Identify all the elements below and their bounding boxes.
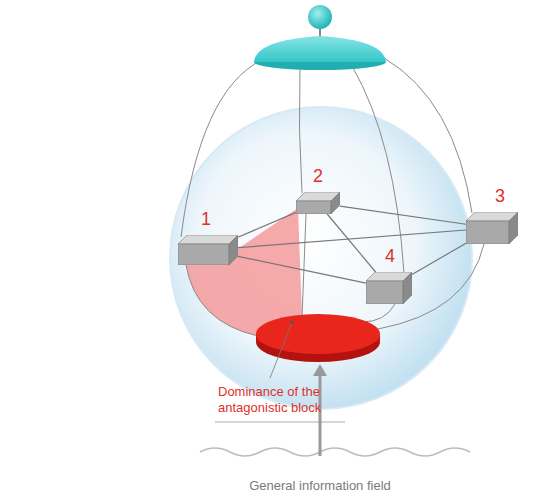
box-shape [178,235,238,265]
annotation-label: Dominance of the antagonistic block [218,384,358,416]
block-box: 1 [178,235,238,265]
block-box: 4 [366,272,412,304]
field-arrowhead [313,364,327,376]
block-box: 3 [466,212,518,244]
callout-number: 4 [385,246,395,266]
connector-line [340,206,466,224]
callout-number: 3 [495,186,505,206]
box-shape [296,192,340,214]
meridian-lines [181,58,484,336]
label-underline [215,422,345,423]
antagonistic-disc [256,314,380,354]
connector-line [238,256,366,283]
connector-line [412,243,466,274]
top-ball [308,5,332,29]
wave-line [200,448,470,456]
top-cap [254,36,386,62]
leader-line [270,325,291,378]
box-shape [366,272,412,304]
box-shape [466,212,518,244]
sphere [170,107,472,409]
block-box: 2 [296,192,340,214]
leader-dot [290,320,294,324]
callout-number: 1 [201,209,211,229]
connector-line [327,214,375,272]
connector-line [238,230,466,248]
field-label: General information field [249,478,391,494]
callout-number: 2 [313,166,323,186]
dominance-region [186,208,302,336]
connector-line [238,212,296,237]
